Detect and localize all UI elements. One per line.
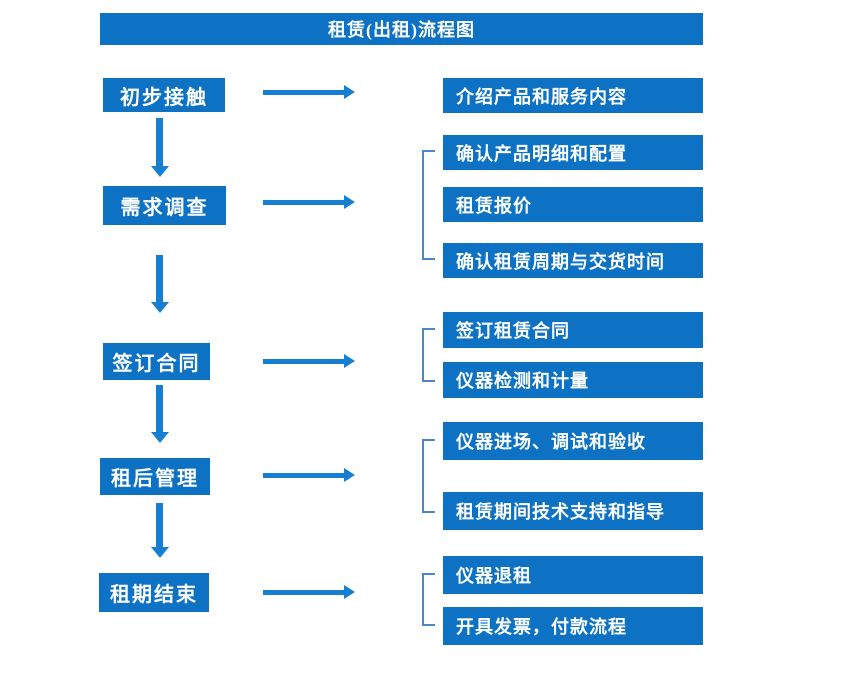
down-arrow-3	[150, 385, 169, 443]
step-box-lease-end: 租期结束	[99, 573, 209, 612]
step-box-initial-contact: 初步接触	[103, 78, 225, 112]
detail-box-instrument-testing: 仪器检测和计量	[443, 362, 703, 398]
detail-box-tech-support: 租赁期间技术支持和指导	[443, 492, 703, 530]
detail-box-introduce-products: 介绍产品和服务内容	[443, 78, 703, 113]
down-arrow-1	[150, 118, 169, 177]
detail-box-sign-rental-contract: 签订租赁合同	[443, 312, 703, 348]
right-arrow-3	[263, 354, 355, 368]
right-arrow-4	[263, 468, 355, 482]
right-arrow-5	[263, 585, 355, 599]
bracket-group-2	[422, 150, 435, 260]
detail-box-confirm-product-config: 确认产品明细和配置	[443, 135, 703, 170]
diagram-title: 租赁(出租)流程图	[100, 13, 703, 45]
detail-box-invoice-payment: 开具发票，付款流程	[443, 607, 703, 645]
step-box-post-rental-management: 租后管理	[100, 458, 210, 495]
step-box-sign-contract: 签订合同	[103, 343, 210, 380]
down-arrow-4	[150, 503, 169, 558]
right-arrow-2	[263, 195, 355, 209]
bracket-group-5	[422, 573, 435, 626]
detail-box-instrument-setup-acceptance: 仪器进场、调试和验收	[443, 422, 703, 460]
detail-box-instrument-return: 仪器退租	[443, 556, 703, 594]
bracket-group-4	[422, 439, 435, 513]
detail-box-confirm-period-delivery: 确认租赁周期与交货时间	[443, 243, 703, 278]
bracket-group-3	[422, 328, 435, 382]
detail-box-rental-quote: 租赁报价	[443, 187, 703, 222]
right-arrow-1	[263, 85, 355, 99]
down-arrow-2	[150, 255, 169, 313]
step-box-demand-survey: 需求调查	[103, 186, 226, 225]
